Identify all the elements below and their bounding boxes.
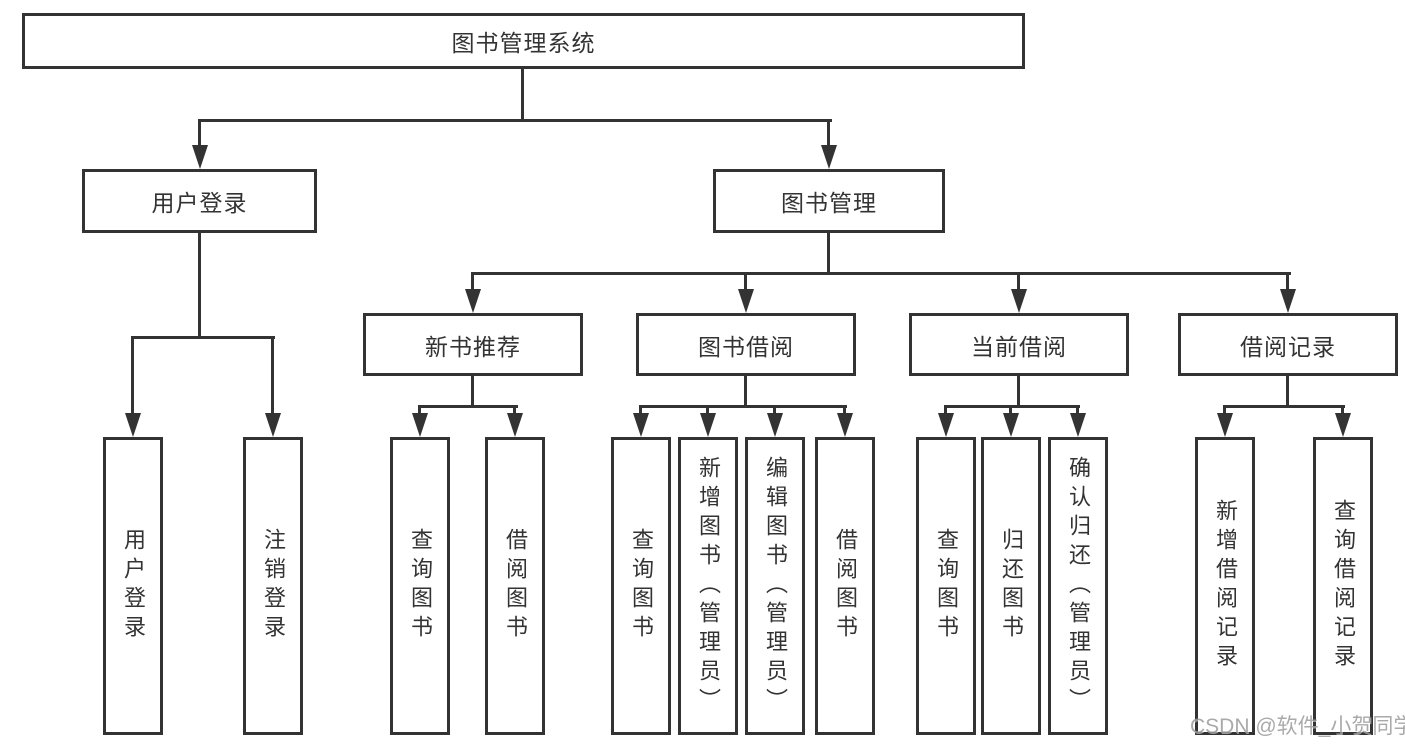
- connector-bb-split: [639, 405, 847, 408]
- leaf-bb-add-books-admin: 新增图书（管理员）: [678, 437, 738, 735]
- connector-to-user-login-stem: [198, 119, 201, 147]
- connector-cb-stem: [1017, 375, 1020, 408]
- arrow-to-cb-confirm: [1070, 413, 1086, 437]
- connector-nbr-split: [418, 405, 518, 408]
- arrow-to-book-management: [821, 145, 837, 169]
- node-book-management: 图书管理: [713, 169, 945, 233]
- connector-br-split: [1223, 405, 1345, 408]
- leaf-cb-return-books: 归还图书: [981, 437, 1041, 735]
- arrow-to-cb-query: [938, 413, 954, 437]
- arrow-to-bb-edit: [767, 413, 783, 437]
- leaf-cb-query-books: 查询图书: [916, 437, 976, 735]
- connector-to-leaf-user-login-stem: [131, 336, 134, 415]
- node-library-management-system: 图书管理系统: [22, 13, 1025, 69]
- arrow-to-cb-return: [1003, 413, 1019, 437]
- arrow-to-bb-borrow: [837, 413, 853, 437]
- connector-to-book-management-stem: [827, 119, 830, 147]
- arrow-to-nbr-borrow: [507, 413, 523, 437]
- node-borrowing-records: 借阅记录: [1178, 313, 1398, 376]
- leaf-user-login: 用户登录: [103, 437, 163, 735]
- connector-to-new-book-rec-stem: [471, 272, 474, 291]
- leaf-br-query-borrow-record: 查询借阅记录: [1313, 437, 1373, 735]
- connector-user-login-split: [131, 336, 275, 339]
- connector-book-management-split: [471, 272, 1291, 275]
- leaf-nbr-query-books: 查询图书: [390, 437, 450, 735]
- node-new-book-recommendation: 新书推荐: [363, 313, 583, 376]
- arrow-to-new-book-rec: [465, 289, 481, 313]
- arrow-to-leaf-logout: [265, 413, 281, 437]
- connector-to-bb-borrow-stem: [843, 405, 846, 415]
- node-book-borrowing: 图书借阅: [636, 313, 856, 376]
- leaf-bb-edit-books-admin: 编辑图书（管理员）: [745, 437, 805, 735]
- arrow-to-book-borrowing: [738, 289, 754, 313]
- connector-to-br-add-stem: [1223, 405, 1226, 415]
- connector-to-leaf-logout-stem: [271, 336, 274, 415]
- leaf-logout: 注销登录: [243, 437, 303, 735]
- connector-root-split: [198, 119, 832, 122]
- connector-book-management-stem: [827, 232, 830, 275]
- arrow-to-br-query: [1335, 413, 1351, 437]
- arrow-to-nbr-query: [412, 413, 428, 437]
- connector-to-cb-query-stem: [944, 405, 947, 415]
- arrow-to-leaf-user-login: [125, 413, 141, 437]
- arrow-to-user-login: [192, 145, 208, 169]
- connector-to-bb-query-stem: [639, 405, 642, 415]
- arrow-to-br-add: [1217, 413, 1233, 437]
- connector-to-nbr-borrow-stem: [513, 405, 516, 415]
- connector-cb-split: [944, 405, 1080, 408]
- connector-user-login-stem: [198, 233, 201, 339]
- node-current-borrowing: 当前借阅: [909, 313, 1129, 376]
- leaf-bb-query-books: 查询图书: [611, 437, 671, 735]
- leaf-br-add-borrow-record: 新增借阅记录: [1195, 437, 1255, 735]
- node-user-login: 用户登录: [82, 169, 317, 233]
- connector-to-current-borrowing-stem: [1017, 272, 1020, 291]
- connector-to-cb-confirm-stem: [1076, 405, 1079, 415]
- arrow-to-borrowing-records: [1280, 289, 1296, 313]
- connector-to-bb-add-stem: [706, 405, 709, 415]
- arrow-to-bb-query: [633, 413, 649, 437]
- connector-to-cb-return-stem: [1009, 405, 1012, 415]
- leaf-nbr-borrow-books: 借阅图书: [485, 437, 545, 735]
- connector-to-br-query-stem: [1341, 405, 1344, 415]
- connector-br-stem: [1286, 375, 1289, 408]
- arrow-to-bb-add: [700, 413, 716, 437]
- connector-to-bb-edit-stem: [773, 405, 776, 415]
- connector-bb-stem: [744, 375, 747, 408]
- connector-root-stem: [521, 69, 524, 122]
- leaf-bb-borrow-books: 借阅图书: [815, 437, 875, 735]
- connector-to-book-borrowing-stem: [744, 272, 747, 291]
- csdn-watermark: CSDN @软件_小贺同学: [1190, 715, 1405, 738]
- arrow-to-current-borrowing: [1011, 289, 1027, 313]
- leaf-cb-confirm-return-admin: 确认归还（管理员）: [1048, 437, 1108, 735]
- connector-nbr-stem: [471, 375, 474, 408]
- connector-to-nbr-query-stem: [418, 405, 421, 415]
- connector-to-borrowing-records-stem: [1286, 272, 1289, 291]
